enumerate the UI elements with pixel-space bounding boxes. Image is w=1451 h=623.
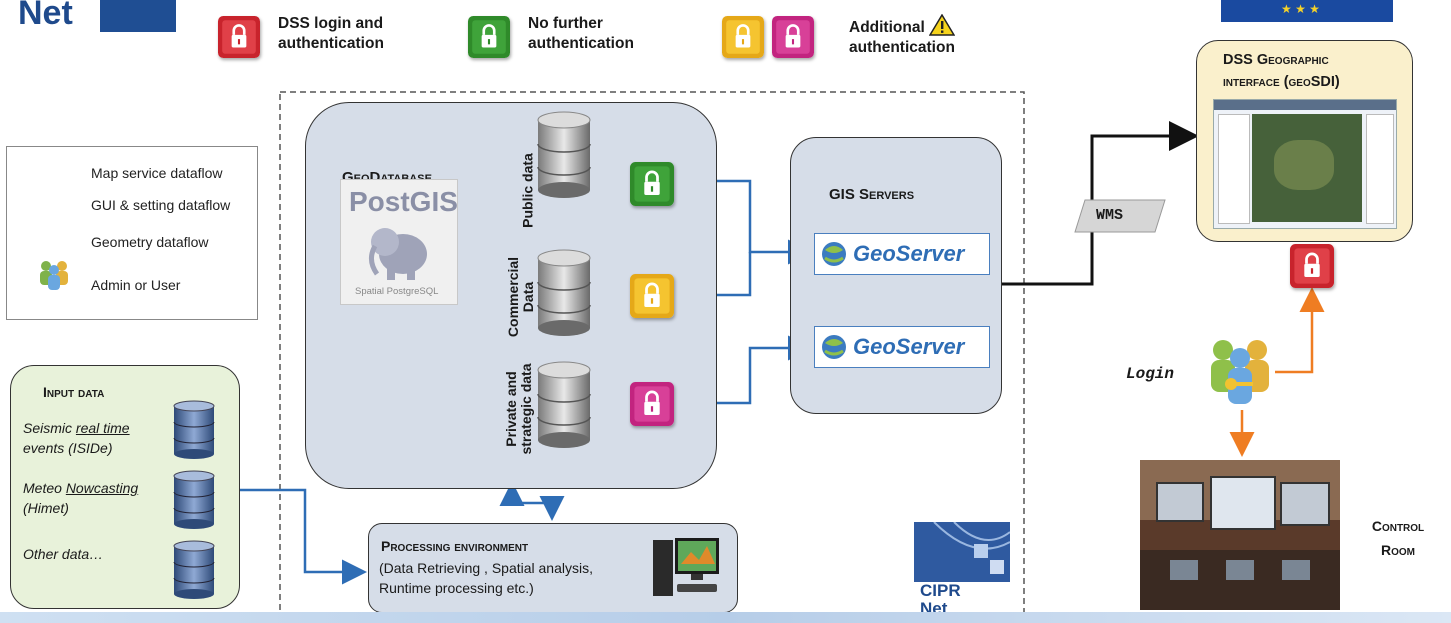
wms-shape <box>1074 199 1166 233</box>
lock-magenta-icon <box>772 16 814 58</box>
private-to-geoserver-flow <box>685 335 813 405</box>
input-item-other: Other data… <box>23 546 104 562</box>
processing-line1: (Data Retrieving , Spatial analysis, <box>379 560 593 576</box>
control-room-line1: Control <box>1371 518 1425 534</box>
public-to-geoserver-flow <box>685 179 813 265</box>
private-db-icon <box>537 361 591 448</box>
login-label: Login <box>1126 365 1175 383</box>
legend-label-geometry: Geometry dataflow <box>91 234 209 250</box>
processing-line2: Runtime processing etc.) <box>379 580 534 596</box>
control-room-photo <box>1140 460 1340 610</box>
meteo-db-icon <box>173 470 215 529</box>
lock-dss-icon <box>1290 244 1334 288</box>
auth-red-line1: DSS login and <box>278 15 384 32</box>
auth-legend-additional: Additional authentication <box>722 12 992 62</box>
postgis-logo: PostGIS Spatial PostgreSQL <box>340 179 458 305</box>
dss-platform-boundary <box>279 91 1025 623</box>
dss-title-line1: DSS Geographic <box>1223 52 1329 68</box>
processing-title: Processing environment <box>381 538 529 554</box>
other-db-icon <box>173 540 215 599</box>
auth-legend-green: No further authentication <box>468 12 668 62</box>
wms-label: WMS <box>1096 207 1124 224</box>
cipr-net-logo: CIPR Net <box>914 522 1010 623</box>
processing-panel: Processing environment (Data Retrieving … <box>368 523 738 613</box>
seismic-db-icon <box>173 400 215 459</box>
users-icon <box>37 259 71 291</box>
auth-additional-line1: Additional <box>849 19 925 36</box>
auth-green-line1: No further <box>528 15 603 32</box>
postgis-name: PostGIS <box>349 186 458 217</box>
geoserver-logo-icon <box>822 242 846 266</box>
elephant-icon <box>369 228 427 280</box>
partner-logo: Net <box>0 0 176 34</box>
eu-flag-icon: ★ ★ ★ <box>1221 0 1393 22</box>
input-data-title: Input data <box>43 384 105 400</box>
lock-commercial-icon <box>630 274 674 318</box>
input-item-seismic: Seismic real time events (ISIDe) <box>23 420 130 456</box>
auth-green-line2: authentication <box>528 35 634 52</box>
workstation-icon <box>653 538 719 596</box>
geosdi-map-thumbnail <box>1213 99 1397 229</box>
dss-title-line2: interface (geoSDI) <box>1223 74 1340 90</box>
legend-label-user: Admin or User <box>91 277 181 293</box>
geoserver-1-label: GeoServer <box>853 241 965 266</box>
dataflow-legend: Map service dataflow GUI & setting dataf… <box>6 146 258 320</box>
control-room-line2: Room <box>1381 542 1415 558</box>
logo-text: Net <box>18 0 73 32</box>
legend-label-gui: GUI & setting dataflow <box>91 197 231 213</box>
geoserver-logo-icon <box>822 335 846 359</box>
legend-label-map: Map service dataflow <box>91 165 223 181</box>
lock-private-icon <box>630 382 674 426</box>
dss-interface-panel: DSS Geographic interface (geoSDI) <box>1196 40 1413 242</box>
commercial-db-icon <box>537 249 591 336</box>
public-db-icon <box>537 111 591 198</box>
login-users-icon <box>1205 336 1277 408</box>
cipr-logo-line1: CIPR <box>920 581 961 600</box>
bottom-decorative-strip <box>0 612 1451 623</box>
lock-green-icon <box>468 16 510 58</box>
lock-red-icon <box>218 16 260 58</box>
geoserver-2-label: GeoServer <box>853 334 965 359</box>
gis-servers-panel: GIS Servers <box>790 137 1002 414</box>
lock-public-icon <box>630 162 674 206</box>
processing-geodb-flow <box>499 481 565 521</box>
input-item-meteo: Meteo Nowcasting (Himet) <box>23 480 139 516</box>
geoserver-1: GeoServer <box>814 233 990 275</box>
warning-icon <box>928 13 956 36</box>
auth-additional-line2: authentication <box>849 39 955 56</box>
geoserver-2: GeoServer <box>814 326 990 368</box>
login-to-dss-flow <box>1275 287 1325 374</box>
gis-servers-title: GIS Servers <box>829 186 915 203</box>
input-to-processing-flow <box>240 488 367 585</box>
auth-legend-red: DSS login and authentication <box>218 12 418 62</box>
postgis-subtitle: Spatial PostgreSQL <box>355 286 439 297</box>
lock-yellow-icon <box>722 16 764 58</box>
auth-red-line2: authentication <box>278 35 384 52</box>
